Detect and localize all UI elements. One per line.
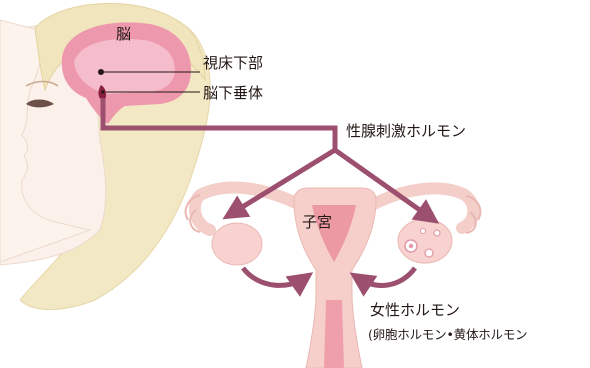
brain-inner (74, 39, 175, 94)
gonadotropin-label: 性腺刺激ホルモン (346, 124, 466, 139)
cervix-canal (324, 300, 344, 368)
follicle (425, 249, 433, 257)
pituitary-dot (101, 90, 104, 93)
hypothalamus-dot (98, 69, 104, 75)
hypothalamus-label: 視床下部 (203, 56, 263, 71)
left-fallopian-tube (195, 188, 300, 230)
left-ovary (212, 223, 262, 265)
follicle (409, 244, 413, 248)
brain-label: 脳 (116, 27, 131, 42)
female-hormone-arrow-left (243, 268, 305, 285)
right-ovary (398, 219, 452, 263)
female-hormone-label: 女性ホルモン (370, 303, 460, 318)
pituitary-label: 脳下垂体 (203, 86, 263, 101)
follicle (421, 229, 426, 234)
female-hormone-detail-label: (卵胞ホルモン•黄体ホルモン (368, 329, 527, 342)
female-hormone-arrow-right (358, 268, 415, 285)
follicle (434, 230, 440, 236)
uterus-label: 子宮 (302, 215, 332, 230)
